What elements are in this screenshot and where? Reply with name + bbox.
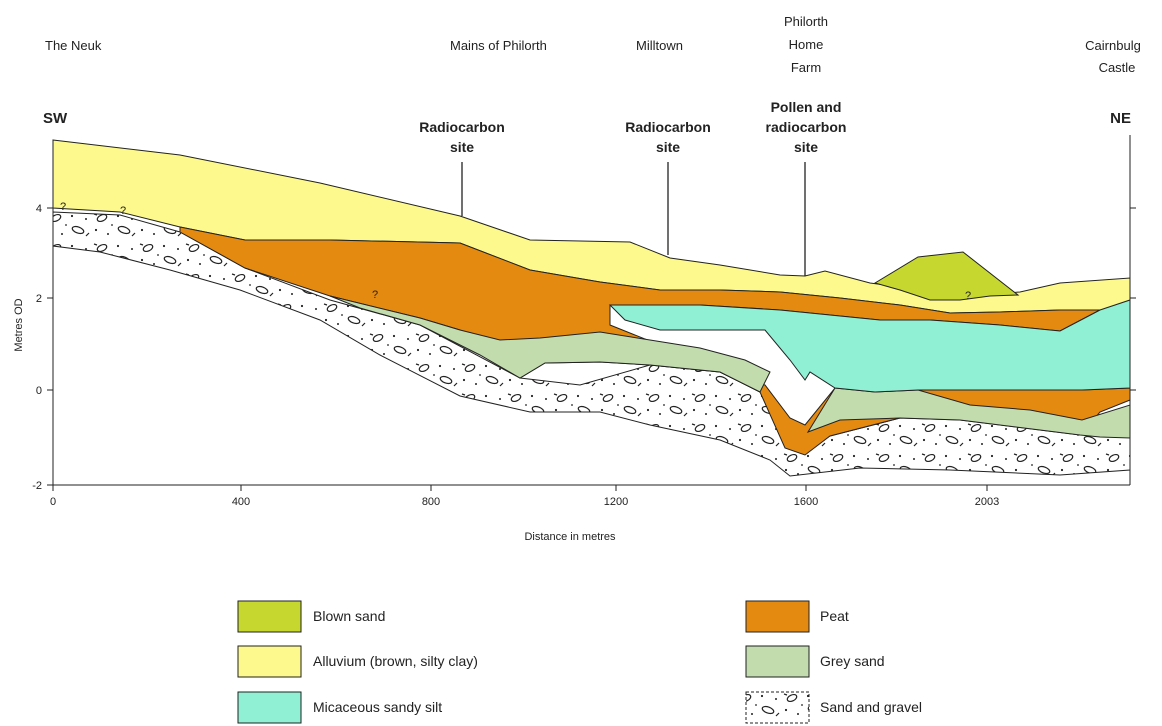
uncertain-marker-2: ? xyxy=(120,205,126,217)
x-tick-label: 1600 xyxy=(794,496,818,508)
place-philorth-line2: Home xyxy=(789,37,824,52)
place-philorth-line3: Farm xyxy=(791,60,821,75)
y-axis-label: Metres OD xyxy=(13,298,25,351)
x-tick-label: 400 xyxy=(232,496,250,508)
legend-label-blown-sand: Blown sand xyxy=(313,608,385,624)
place-cairnbulg-line1: Cairnbulg xyxy=(1085,38,1141,53)
place-cairnbulg-line2: Castle xyxy=(1099,60,1136,75)
y-tick-label: 4 xyxy=(36,203,42,215)
grey-sand-layer-right xyxy=(806,387,1131,439)
legend-label-grey-sand: Grey sand xyxy=(820,653,885,669)
legend-swatch-grey-sand xyxy=(745,645,810,678)
place-mains-of-philorth: Mains of Philorth xyxy=(450,38,547,53)
legend-swatch-micaceous-silt xyxy=(237,691,302,724)
uncertain-marker-4: ? xyxy=(965,290,971,302)
legend: Blown sand Peat Alluvium (brown, silty c… xyxy=(237,600,922,724)
legend-swatch-blown-sand xyxy=(237,600,302,633)
place-milltown: Milltown xyxy=(636,38,683,53)
blown-sand-layer xyxy=(873,251,1020,301)
x-axis-label: Distance in metres xyxy=(524,531,616,543)
x-tick-label: 0 xyxy=(50,496,56,508)
legend-label-alluvium: Alluvium (brown, silty clay) xyxy=(313,653,478,669)
uncertain-marker-1: ? xyxy=(60,201,66,213)
uncertain-marker-3: ? xyxy=(372,289,378,301)
site-label-radiocarbon-2-line1: Radiocarbon xyxy=(625,119,711,135)
grey-sand-layer-left xyxy=(329,295,771,393)
x-tick-label: 800 xyxy=(422,496,440,508)
y-tick-label: 0 xyxy=(36,385,42,397)
site-label-pollen-line1: Pollen and xyxy=(771,99,842,115)
legend-swatch-sand-gravel xyxy=(745,691,810,724)
y-tick-label: 2 xyxy=(36,293,42,305)
x-tick-label: 1200 xyxy=(604,496,628,508)
micaceous-silt-layer xyxy=(608,299,1131,393)
site-label-radiocarbon-2-line2: site xyxy=(656,139,680,155)
legend-label-peat: Peat xyxy=(820,608,849,624)
site-label-radiocarbon-1-line2: site xyxy=(450,139,474,155)
legend-label-sand-gravel: Sand and gravel xyxy=(820,699,922,715)
axes xyxy=(47,135,1136,491)
legend-label-micaceous-silt: Micaceous sandy silt xyxy=(313,699,442,715)
site-label-pollen-line2: radiocarbon xyxy=(766,119,847,135)
legend-swatch-alluvium xyxy=(237,645,302,678)
x-tick-label: 2003 xyxy=(975,496,999,508)
direction-sw: SW xyxy=(43,110,68,127)
y-tick-label: -2 xyxy=(32,480,42,492)
site-label-radiocarbon-1-line1: Radiocarbon xyxy=(419,119,505,135)
direction-ne: NE xyxy=(1110,110,1131,127)
place-philorth-line1: Philorth xyxy=(784,14,828,29)
place-the-neuk: The Neuk xyxy=(45,38,102,53)
site-label-pollen-line3: site xyxy=(794,139,818,155)
legend-swatch-peat xyxy=(745,600,810,633)
